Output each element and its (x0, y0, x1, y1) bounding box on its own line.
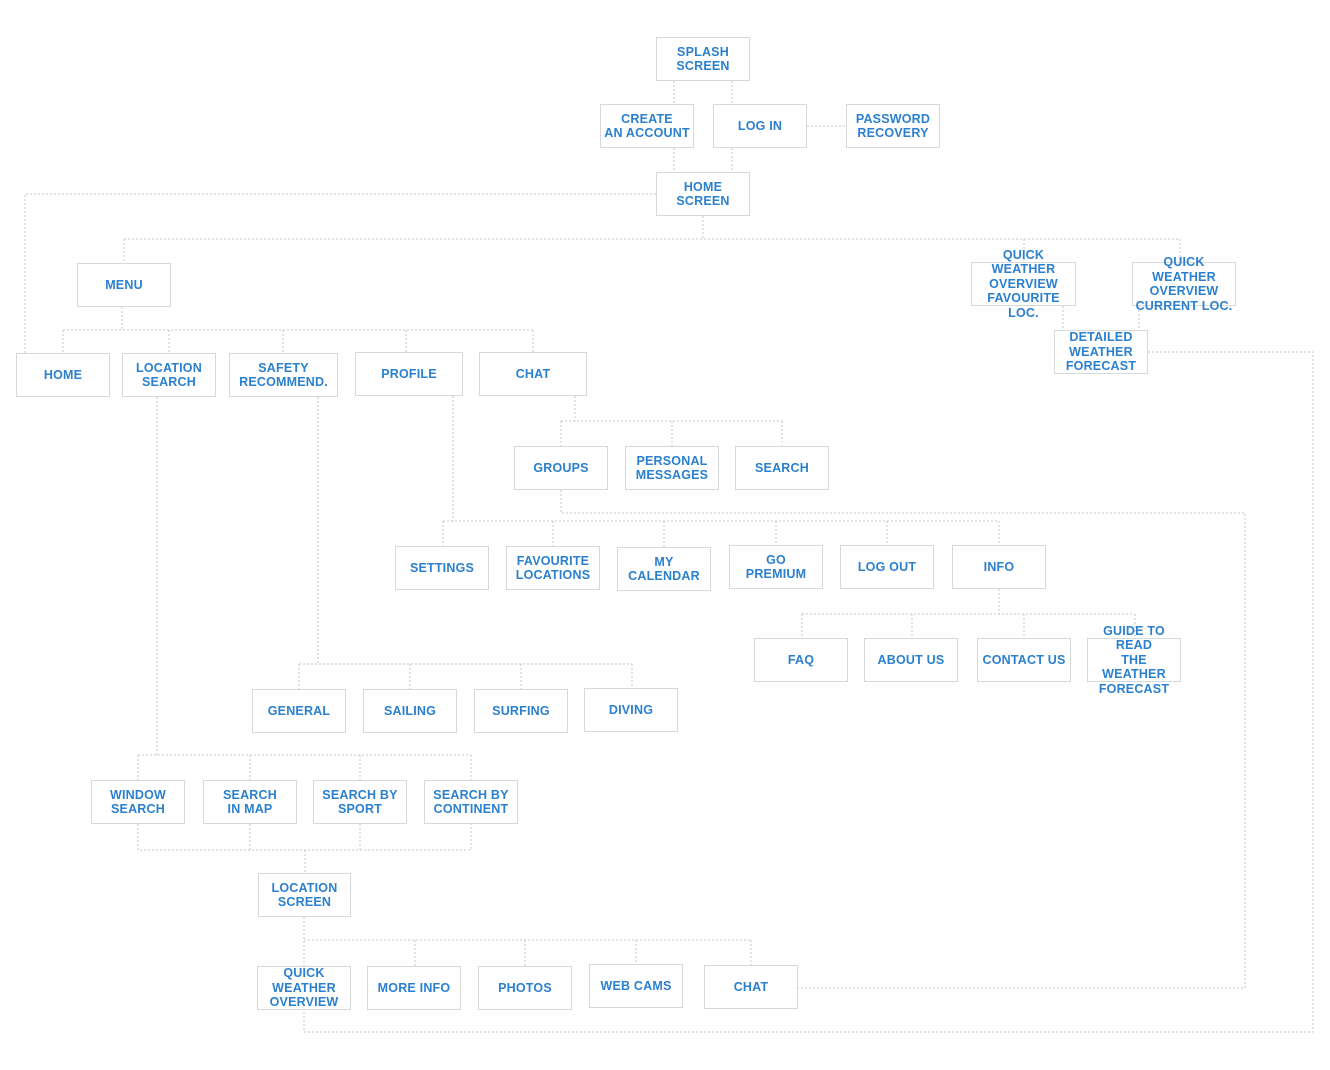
node-search-in-map[interactable]: SEARCH IN MAP (203, 780, 297, 824)
connector-line-13 (303, 351, 1314, 1033)
node-location-chat[interactable]: CHAT (704, 965, 798, 1009)
node-guide-weather-forecast[interactable]: GUIDE TO READ THE WEATHER FORECAST (1087, 624, 1181, 696)
node-search-by-sport[interactable]: SEARCH BY SPORT (313, 780, 407, 824)
node-window-search[interactable]: WINDOW SEARCH (91, 780, 185, 824)
node-quick-weather-current[interactable]: QUICK WEATHER OVERVIEW CURRENT LOC. (1132, 255, 1236, 313)
node-about-us[interactable]: ABOUT US (864, 638, 958, 682)
node-general[interactable]: GENERAL (252, 689, 346, 733)
node-favourite-locations[interactable]: FAVOURITE LOCATIONS (506, 546, 600, 590)
node-go-premium[interactable]: GO PREMIUM (729, 545, 823, 589)
node-password-recovery[interactable]: PASSWORD RECOVERY (846, 104, 940, 148)
node-detailed-forecast[interactable]: DETAILED WEATHER FORECAST (1054, 330, 1148, 374)
node-web-cams[interactable]: WEB CAMS (589, 964, 683, 1008)
node-home[interactable]: HOME (16, 353, 110, 397)
node-quick-weather-favourite[interactable]: QUICK WEATHER OVERVIEW FAVOURITE LOC. (971, 248, 1076, 320)
node-more-info[interactable]: MORE INFO (367, 966, 461, 1010)
node-personal-messages[interactable]: PERSONAL MESSAGES (625, 446, 719, 490)
node-log-out[interactable]: LOG OUT (840, 545, 934, 589)
node-diving[interactable]: DIVING (584, 688, 678, 732)
node-log-in[interactable]: LOG IN (713, 104, 807, 148)
node-chat-search[interactable]: SEARCH (735, 446, 829, 490)
node-surfing[interactable]: SURFING (474, 689, 568, 733)
node-settings[interactable]: SETTINGS (395, 546, 489, 590)
connector-line-5 (24, 193, 656, 353)
node-contact-us[interactable]: CONTACT US (977, 638, 1071, 682)
node-groups[interactable]: GROUPS (514, 446, 608, 490)
node-faq[interactable]: FAQ (754, 638, 848, 682)
node-menu[interactable]: MENU (77, 263, 171, 307)
node-sailing[interactable]: SAILING (363, 689, 457, 733)
node-create-account[interactable]: CREATE AN ACCOUNT (600, 104, 694, 148)
node-chat[interactable]: CHAT (479, 352, 587, 396)
node-safety-recommend[interactable]: SAFETY RECOMMEND. (229, 353, 338, 397)
node-info[interactable]: INFO (952, 545, 1046, 589)
node-splash-screen[interactable]: SPLASH SCREEN (656, 37, 750, 81)
node-home-screen[interactable]: HOME SCREEN (656, 172, 750, 216)
node-quick-weather-overview[interactable]: QUICK WEATHER OVERVIEW (257, 966, 351, 1010)
node-location-screen[interactable]: LOCATION SCREEN (258, 873, 351, 917)
node-photos[interactable]: PHOTOS (478, 966, 572, 1010)
node-location-search[interactable]: LOCATION SEARCH (122, 353, 216, 397)
node-my-calendar[interactable]: MY CALENDAR (617, 547, 711, 591)
node-search-by-continent[interactable]: SEARCH BY CONTINENT (424, 780, 518, 824)
node-profile[interactable]: PROFILE (355, 352, 463, 396)
connector-line-53 (137, 824, 472, 851)
